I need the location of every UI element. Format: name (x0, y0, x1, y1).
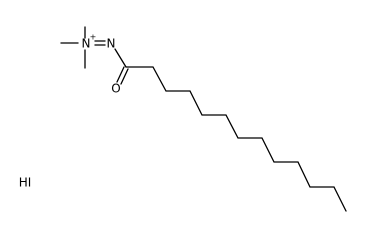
carbonyl-double-bond-a (116, 66, 125, 83)
amide-bonds (114, 48, 129, 85)
ammonium-charge-label: + (90, 33, 97, 42)
carbonyl-double-bond-b (120, 68, 129, 85)
trimethylammonium-methyl-bonds (60, 26, 86, 69)
atom-labels: N + N O HI (19, 33, 121, 190)
n-carbonyl-bond (114, 48, 127, 68)
imine-nitrogen-label: N (107, 37, 116, 51)
carbonyl-oxygen-label: O (111, 82, 120, 96)
counterion-label: HI (19, 176, 32, 190)
alkyl-chain (125, 66, 347, 212)
ammonium-nitrogen-label: N (82, 37, 91, 51)
n-n-double-bond (94, 40, 106, 46)
